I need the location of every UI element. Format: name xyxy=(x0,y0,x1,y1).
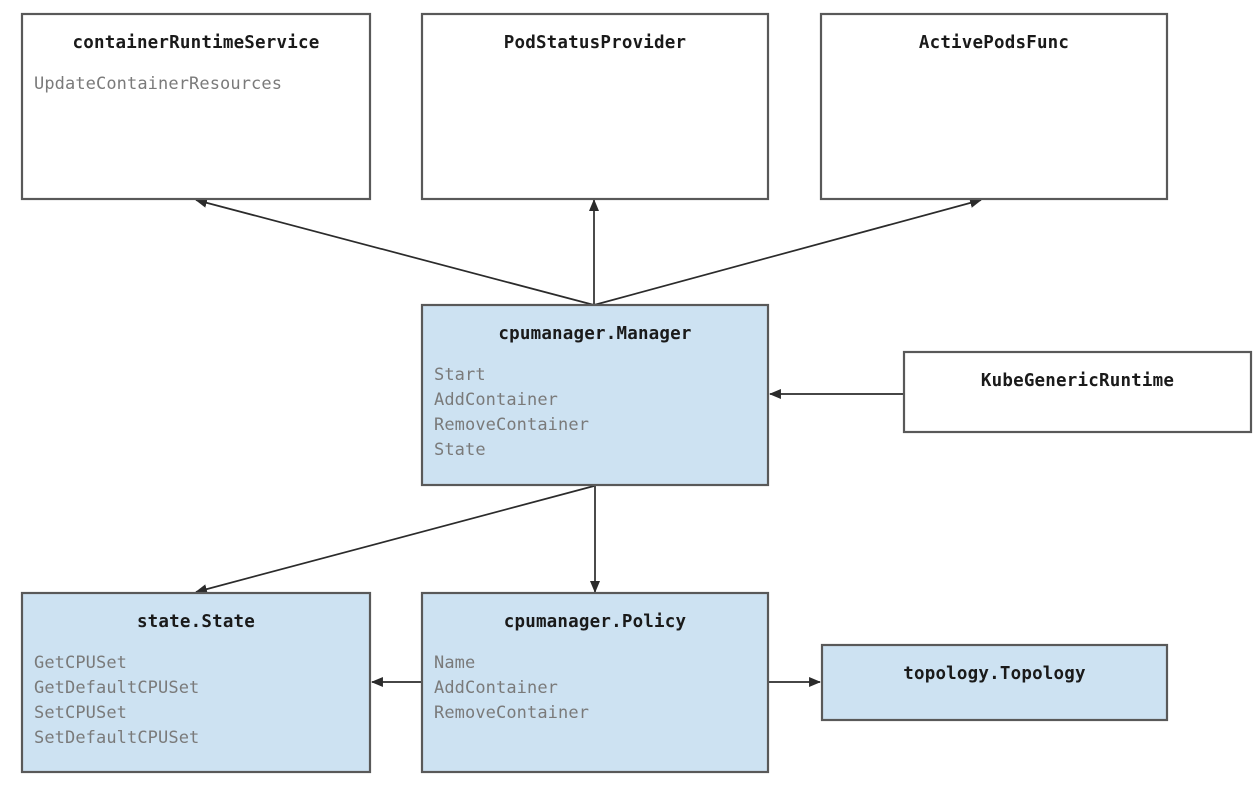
node-title-activePodsFunc: ActivePodsFunc xyxy=(919,33,1069,53)
node-title-cpumanagerPolicy: cpumanager.Policy xyxy=(504,612,687,632)
node-title-stateState: state.State xyxy=(137,612,255,632)
node-box-activePodsFunc[interactable] xyxy=(819,12,1169,201)
node-member: GetDefaultCPUSet xyxy=(34,678,199,698)
node-member: RemoveContainer xyxy=(434,415,589,435)
node-cpumanagerPolicy[interactable]: cpumanager.PolicyNameAddContainerRemoveC… xyxy=(420,591,770,774)
node-member: AddContainer xyxy=(434,390,558,410)
node-member: AddContainer xyxy=(434,678,558,698)
node-title-cpumanagerManager: cpumanager.Manager xyxy=(498,324,691,344)
node-member: Name xyxy=(434,653,475,673)
node-member: GetCPUSet xyxy=(34,653,127,673)
node-containerRuntimeService[interactable]: containerRuntimeServiceUpdateContainerRe… xyxy=(20,12,372,201)
node-title-containerRuntimeService: containerRuntimeService xyxy=(73,33,320,53)
node-topologyTopology[interactable]: topology.Topology xyxy=(820,643,1169,722)
node-kubeGenericRuntime[interactable]: KubeGenericRuntime xyxy=(902,350,1253,434)
nodes-layer: containerRuntimeServiceUpdateContainerRe… xyxy=(20,12,1253,774)
node-box-topologyTopology[interactable] xyxy=(820,643,1169,722)
node-member: SetCPUSet xyxy=(34,703,127,723)
node-box-stateState[interactable] xyxy=(20,591,372,774)
node-box-cpumanagerPolicy[interactable] xyxy=(420,591,770,774)
node-title-kubeGenericRuntime: KubeGenericRuntime xyxy=(981,371,1174,391)
edges-layer xyxy=(195,197,982,687)
node-title-podStatusProvider: PodStatusProvider xyxy=(504,33,687,53)
node-box-podStatusProvider[interactable] xyxy=(420,12,770,201)
node-member: RemoveContainer xyxy=(434,703,589,723)
node-activePodsFunc[interactable]: ActivePodsFunc xyxy=(819,12,1169,201)
edge-manager-to-activePodsFunc xyxy=(593,198,982,306)
edge-manager-to-containerRuntimeService xyxy=(195,197,595,306)
node-member: UpdateContainerResources xyxy=(34,74,282,94)
edge-manager-to-stateState xyxy=(195,485,595,595)
node-box-kubeGenericRuntime[interactable] xyxy=(902,350,1253,434)
node-member: SetDefaultCPUSet xyxy=(34,728,199,748)
node-box-cpumanagerManager[interactable] xyxy=(420,303,770,487)
node-member: Start xyxy=(434,365,486,385)
node-member: State xyxy=(434,440,486,460)
node-title-topologyTopology: topology.Topology xyxy=(903,664,1086,684)
node-cpumanagerManager[interactable]: cpumanager.ManagerStartAddContainerRemov… xyxy=(420,303,770,487)
node-podStatusProvider[interactable]: PodStatusProvider xyxy=(420,12,770,201)
node-box-containerRuntimeService[interactable] xyxy=(20,12,372,201)
node-stateState[interactable]: state.StateGetCPUSetGetDefaultCPUSetSetC… xyxy=(20,591,372,774)
